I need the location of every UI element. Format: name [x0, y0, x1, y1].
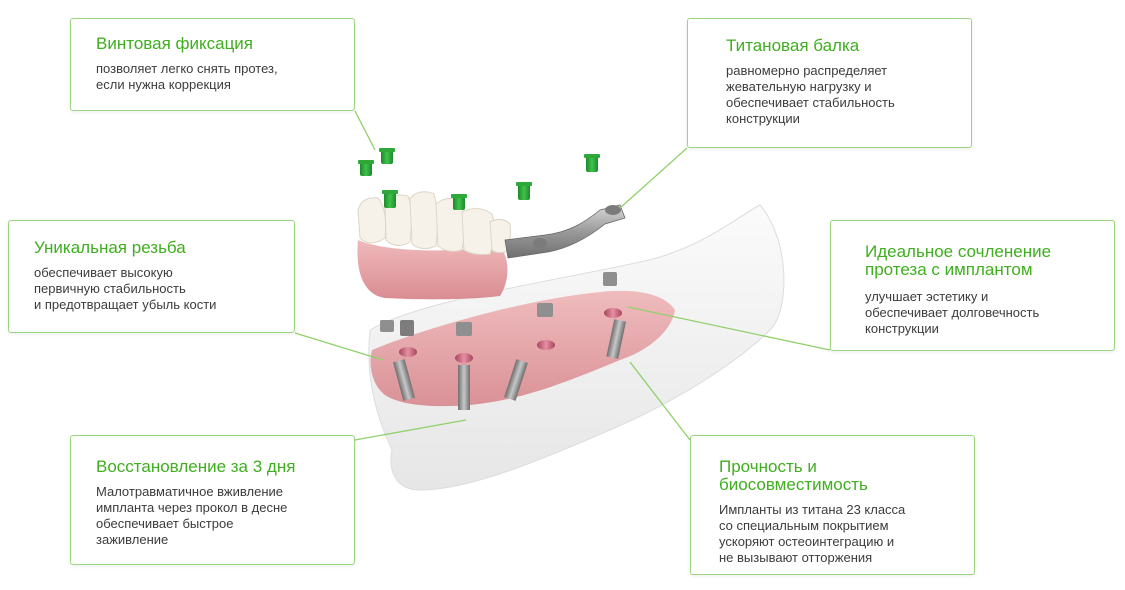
- callout-unique-thread: Уникальная резьба обеспечивает высокую п…: [8, 220, 295, 333]
- callout-text: обеспечивает высокую первичную стабильно…: [34, 265, 284, 313]
- prosthesis-teeth: [358, 192, 511, 255]
- callout-titanium-bar: Титановая балка равномерно распределяет …: [687, 18, 972, 148]
- callout-ideal-joint: Идеальное сочленение протеза с имплантом…: [830, 220, 1115, 351]
- screw-caps: [358, 148, 600, 210]
- callout-text: Импланты из титана 23 класса со специаль…: [719, 502, 964, 566]
- callout-title: Титановая балка: [726, 37, 961, 55]
- callout-text: улучшает эстетику и обеспечивает долгове…: [865, 289, 1104, 337]
- callout-title: Уникальная резьба: [34, 239, 284, 257]
- titanium-bar: [505, 205, 625, 258]
- callout-title: Идеальное сочленение протеза с имплантом: [865, 243, 1104, 279]
- callout-screw-fixation: Винтовая фиксация позволяет легко снять …: [70, 18, 355, 111]
- callout-title: Восстановление за 3 дня: [96, 458, 344, 476]
- callout-strength-biocompatibility: Прочность и биосовместимость Импланты из…: [690, 435, 975, 575]
- callout-recovery: Восстановление за 3 дня Малотравматичное…: [70, 435, 355, 565]
- callout-text: равномерно распределяет жевательную нагр…: [726, 63, 961, 127]
- callout-text: Малотравматичное вживление импланта чере…: [96, 484, 344, 548]
- callout-text: позволяет легко снять протез, если нужна…: [96, 61, 344, 93]
- callout-title: Прочность и биосовместимость: [719, 458, 964, 494]
- callout-title: Винтовая фиксация: [96, 35, 344, 53]
